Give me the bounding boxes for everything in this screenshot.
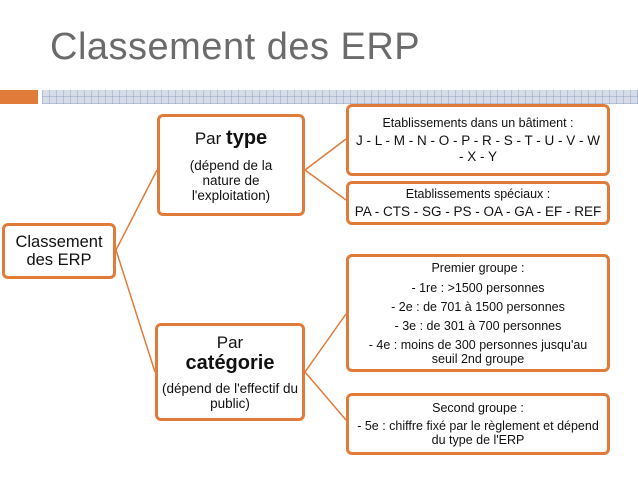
categorie-note: (dépend de l'effectif du public): [162, 380, 298, 411]
type-note: (dépend de la nature de l'exploitation): [189, 157, 273, 203]
type-prefix: Par: [194, 129, 227, 149]
title-accent-bar: [0, 90, 38, 104]
premier-line: - 2e : de 701 à 1500 personnes: [391, 299, 565, 314]
premier-node: Premier groupe : - 1re : >1500 personnes…: [346, 254, 610, 372]
type-node: Par type (dépend de la nature de l'explo…: [157, 114, 305, 216]
connector-type-speciaux: [304, 169, 347, 201]
speciaux-node: Etablissements spéciaux : PA - CTS - SG …: [346, 181, 610, 225]
premier-line: - 4e : moins de 300 personnes jusqu'au s…: [368, 337, 588, 366]
connector-type-batiment: [304, 138, 347, 171]
root-label: Classement des ERP: [15, 232, 103, 269]
batiment-node: Etablissements dans un bâtiment : J - L …: [346, 104, 610, 176]
categorie-node: Par catégorie (dépend de l'effectif du p…: [155, 323, 305, 421]
connector-root-type: [115, 169, 158, 251]
type-keyword: type: [226, 127, 268, 150]
premier-heading: Premier groupe :: [431, 260, 525, 275]
categorie-keyword: catégorie: [185, 352, 275, 375]
premier-line: - 3e : de 301 à 700 personnes: [394, 318, 562, 333]
batiment-text: J - L - M - N - O - P - R - S - T - U - …: [356, 133, 600, 164]
categorie-prefix: Par: [216, 333, 244, 353]
connector-categorie-second: [304, 371, 347, 421]
second-heading: Second groupe :: [432, 401, 524, 415]
speciaux-heading: Etablissements spéciaux :: [405, 186, 551, 201]
speciaux-text: PA - CTS - SG - PS - OA - GA - EF - REF: [354, 203, 602, 219]
connector-categorie-premier: [304, 313, 347, 373]
batiment-heading: Etablissements dans un bâtiment :: [382, 116, 574, 131]
premier-line: - 1re : >1500 personnes: [411, 280, 545, 295]
title-pattern-bar: [42, 90, 638, 104]
connector-root-categorie: [115, 249, 156, 373]
type-title: Par type: [195, 127, 267, 149]
second-text: - 5e : chiffre fixé par le règlement et …: [357, 419, 599, 447]
root-node: Classement des ERP: [2, 223, 116, 279]
page-title: Classement des ERP: [50, 26, 421, 68]
second-node: Second groupe : - 5e : chiffre fixé par …: [346, 393, 610, 455]
